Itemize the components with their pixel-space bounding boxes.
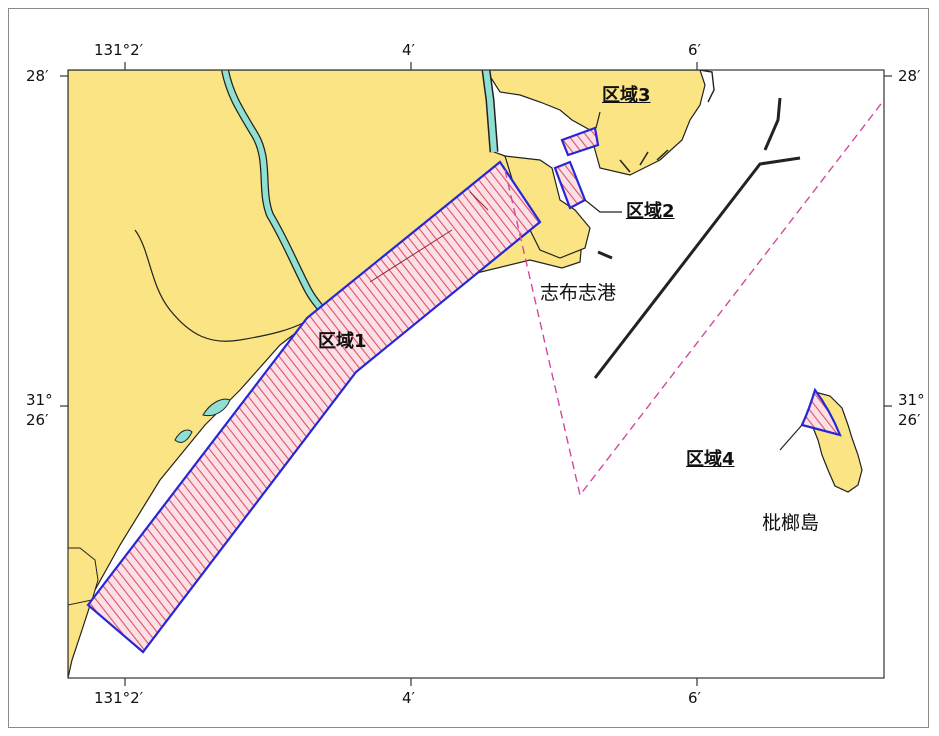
land-northeast bbox=[485, 70, 706, 176]
zone-1-area bbox=[86, 160, 542, 654]
zone-4-label: 区域4 bbox=[686, 449, 735, 470]
left-label-28: 28′ bbox=[26, 67, 49, 85]
bottom-label-4: 4′ bbox=[402, 689, 415, 707]
zone-3-area bbox=[560, 126, 600, 157]
zone-2-label: 区域2 bbox=[626, 201, 675, 222]
right-label-31: 31° bbox=[898, 391, 925, 409]
axis-ticks bbox=[60, 62, 892, 686]
pond-2 bbox=[174, 429, 193, 443]
zone-4-area bbox=[800, 387, 842, 437]
right-label-28: 28′ bbox=[898, 67, 921, 85]
breakwater-north bbox=[763, 97, 782, 151]
map-border bbox=[67, 69, 885, 679]
pond-1 bbox=[202, 398, 231, 417]
top-label-131-2: 131°2′ bbox=[94, 41, 144, 59]
map-frame bbox=[8, 8, 929, 728]
breakwater-main bbox=[593, 156, 801, 379]
bottom-label-131-2: 131°2′ bbox=[94, 689, 144, 707]
dashed-boundary bbox=[504, 99, 884, 497]
top-label-6: 6′ bbox=[688, 41, 701, 59]
zone-3-label: 区域3 bbox=[602, 85, 651, 106]
zone-1-label: 区域1 bbox=[318, 331, 367, 352]
top-label-4: 4′ bbox=[402, 41, 415, 59]
left-label-31: 31° bbox=[26, 391, 53, 409]
bottom-label-6: 6′ bbox=[688, 689, 701, 707]
port-label: 志布志港 bbox=[540, 282, 617, 304]
left-label-26: 26′ bbox=[26, 411, 49, 429]
island-label: 枇榔島 bbox=[762, 512, 820, 534]
right-label-26: 26′ bbox=[898, 411, 921, 429]
inland-contour bbox=[134, 229, 306, 342]
